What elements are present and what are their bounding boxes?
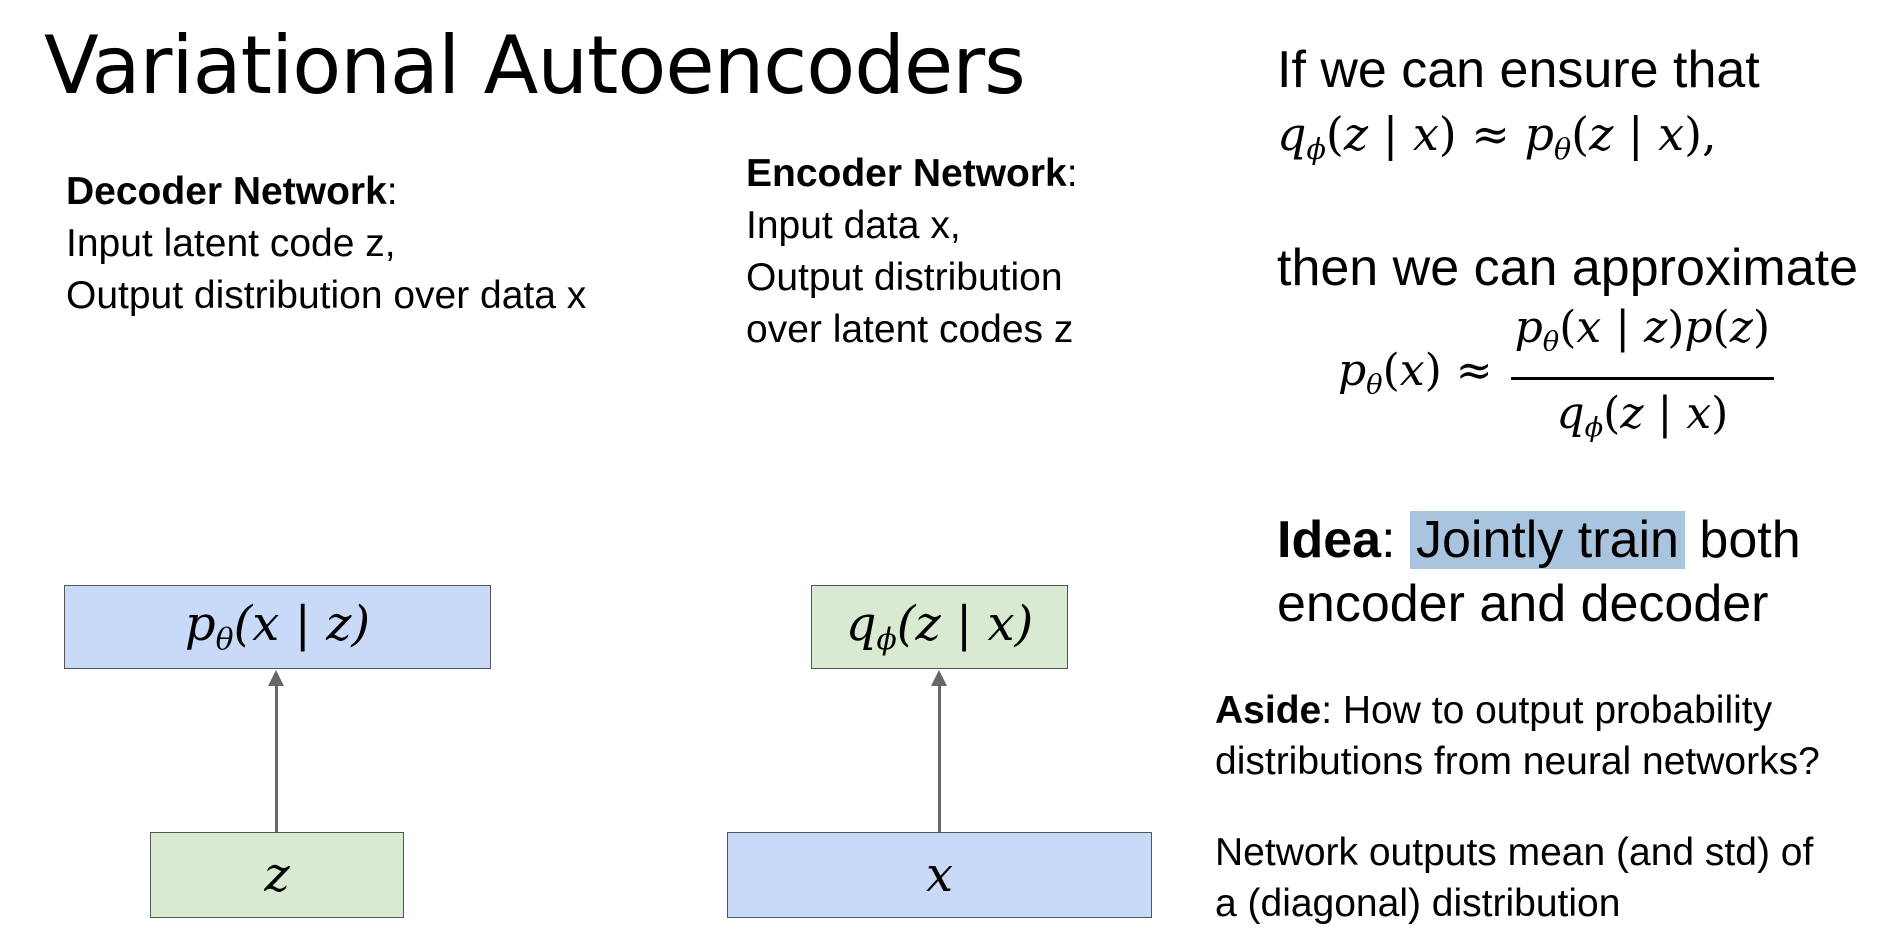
encoder-input-box: x	[727, 832, 1152, 918]
idea-rest2: encoder and decoder	[1277, 575, 1769, 633]
decoder-output-label: pθ(x | z)	[184, 596, 371, 658]
page-title: Variational Autoencoders	[44, 19, 1026, 112]
decoder-line2: Output distribution over data x	[66, 274, 587, 317]
approximate-text: then we can approximate	[1277, 239, 1859, 297]
idea-text: Idea: Jointly train both encoder and dec…	[1277, 508, 1801, 636]
decoder-line1: Input latent code z,	[66, 222, 396, 265]
aside-label: Aside	[1215, 689, 1322, 732]
encoder-line3: over latent codes z	[746, 308, 1074, 351]
encoder-input-label: x	[925, 847, 954, 903]
idea-rest1: both	[1699, 511, 1801, 569]
encoder-output-label: qϕ(z | x)	[845, 596, 1034, 658]
encoder-arrow	[938, 684, 941, 832]
fraction: pθ(x | z)p(z) qϕ(z | x)	[1510, 300, 1775, 456]
network-line1: Network outputs mean (and std) of	[1215, 831, 1814, 874]
decoder-description: Decoder Network: Input latent code z, Ou…	[66, 166, 586, 322]
idea-label: Idea	[1277, 511, 1382, 569]
decoder-heading: Decoder Network	[66, 170, 387, 213]
decoder-arrow	[275, 684, 278, 832]
aside-line2: distributions from neural networks?	[1215, 740, 1820, 783]
encoder-heading: Encoder Network	[746, 152, 1067, 195]
encoder-description: Encoder Network: Input data x, Output di…	[746, 148, 1078, 356]
idea-highlight: Jointly train	[1409, 511, 1685, 569]
colon: :	[386, 170, 398, 213]
aside-text: Aside: How to output probability distrib…	[1215, 685, 1820, 787]
aside-line1: : How to output probability	[1321, 689, 1773, 732]
decoder-input-label: z	[264, 847, 290, 903]
equation-ensure: qϕ(z | x) ≈ pθ(z | x),	[1277, 107, 1717, 167]
decoder-input-box: z	[150, 832, 404, 918]
encoder-line2: Output distribution	[746, 256, 1063, 299]
network-line2: a (diagonal) distribution	[1215, 882, 1621, 925]
decoder-arrow-head	[268, 670, 284, 686]
encoder-line1: Input data x,	[746, 204, 961, 247]
encoder-output-box: qϕ(z | x)	[811, 585, 1068, 669]
ensure-text: If we can ensure that	[1277, 41, 1760, 99]
colon: :	[1066, 152, 1078, 195]
decoder-output-box: pθ(x | z)	[64, 585, 491, 669]
encoder-arrow-head	[931, 670, 947, 686]
equation-approximate: pθ(x) ≈ pθ(x | z)p(z) qϕ(z | x)	[1338, 300, 1775, 456]
network-text: Network outputs mean (and std) of a (dia…	[1215, 827, 1813, 929]
